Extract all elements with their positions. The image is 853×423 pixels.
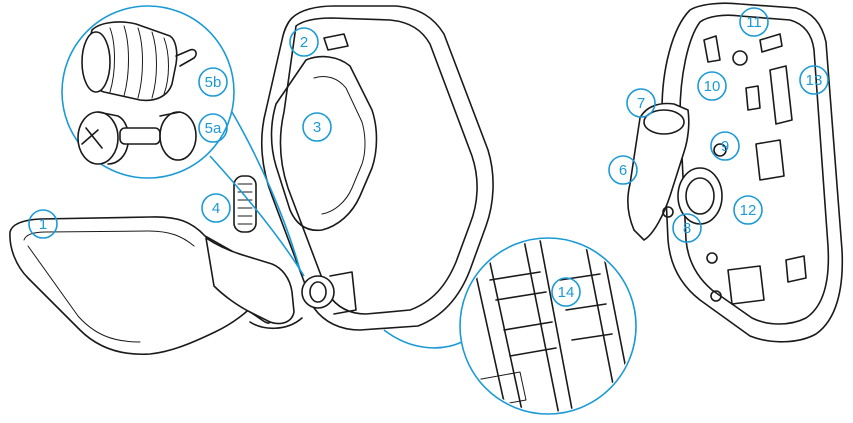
callout-6-label: 6 (619, 162, 627, 179)
callout-10-label: 10 (704, 78, 721, 95)
callout-2-label: 2 (300, 34, 308, 51)
speaker-driver (678, 168, 722, 224)
callout-4-label: 4 (212, 200, 220, 217)
callout-4: 4 (202, 194, 230, 222)
callout-9-label: 9 (721, 138, 729, 155)
callout-1-label: 1 (39, 216, 47, 233)
callout-14: 14 (552, 278, 580, 306)
pin-plug (78, 112, 196, 164)
callout-7-label: 7 (637, 95, 645, 112)
earcup-inner-view (628, 3, 842, 342)
callout-5a: 5a (199, 114, 227, 142)
ribbed-plug (82, 22, 196, 100)
callout-5a-label: 5a (205, 120, 222, 137)
callout-11-label: 11 (746, 14, 762, 31)
callout-3-label: 3 (313, 119, 321, 136)
callout-5b-label: 5b (205, 74, 222, 91)
callout-13-label: 13 (806, 72, 823, 89)
callout-7: 7 (627, 89, 655, 117)
callout-12-label: 12 (740, 202, 757, 219)
rotary-dial (234, 176, 256, 232)
callout-8-label: 8 (683, 220, 691, 237)
callout-5b: 5b (199, 68, 227, 96)
callout-14-label: 14 (558, 284, 575, 301)
